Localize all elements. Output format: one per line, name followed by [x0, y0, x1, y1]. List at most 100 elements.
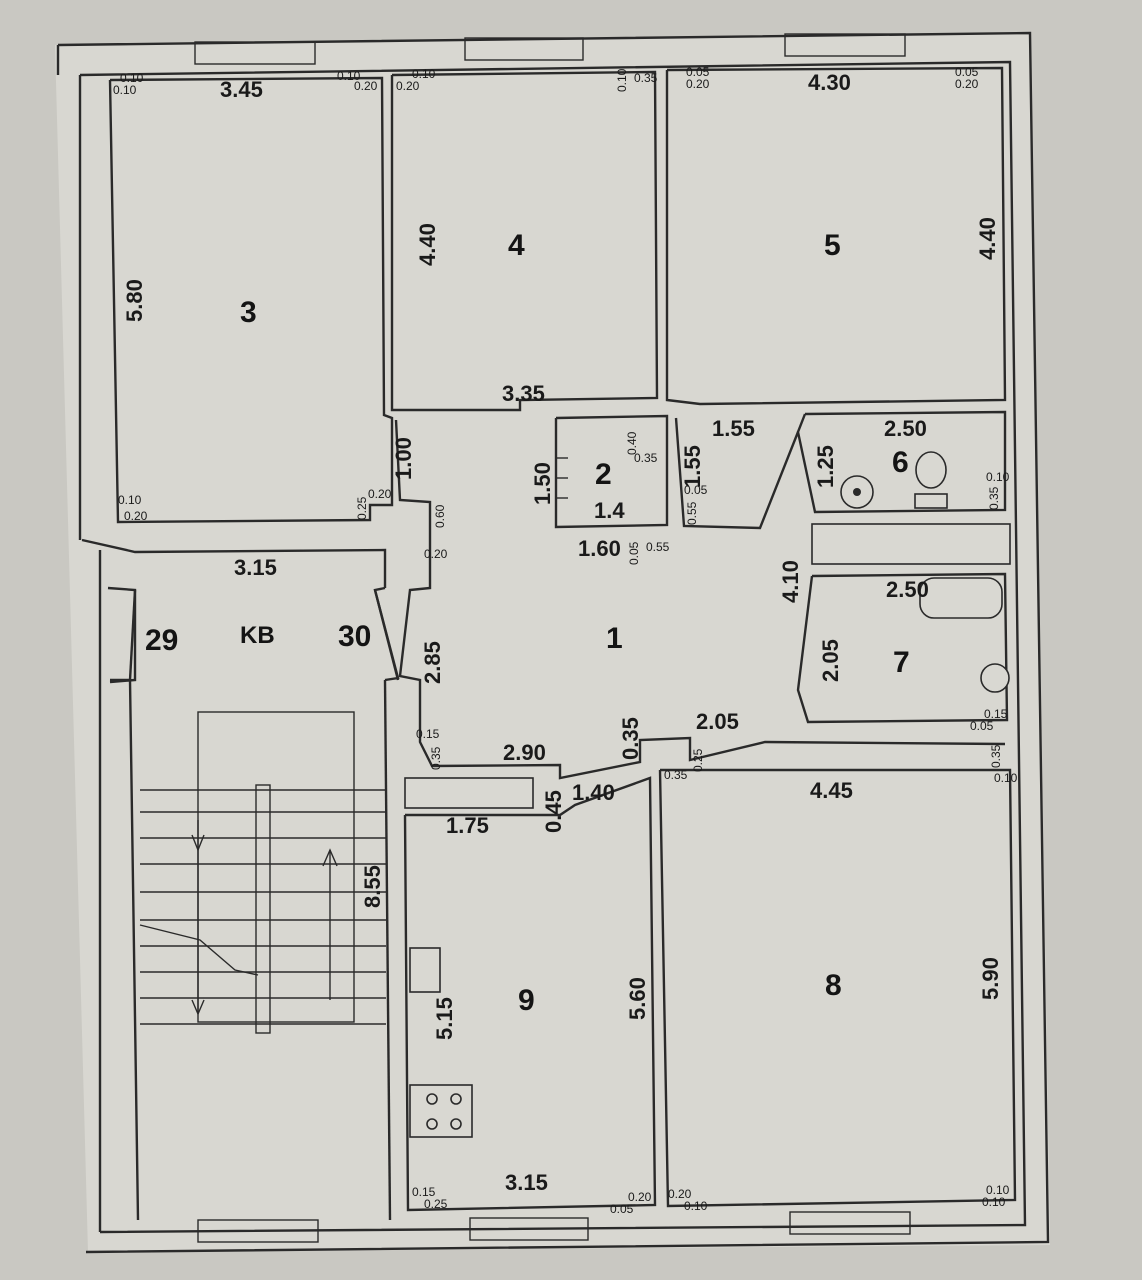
svg-text:0.05: 0.05 — [970, 719, 994, 733]
toilet-tank — [914, 493, 948, 509]
dim-0-45: 0.45 — [541, 790, 566, 833]
room-6-label: 6 — [892, 446, 909, 479]
lobby-walls — [81, 538, 400, 684]
svg-text:0.15: 0.15 — [984, 707, 1008, 721]
svg-text:0.10: 0.10 — [120, 71, 144, 85]
svg-text:0.20: 0.20 — [628, 1190, 652, 1204]
sink-7 — [980, 663, 1010, 693]
dim-1-4: 1.4 — [594, 498, 625, 523]
dim-4-10: 4.10 — [778, 560, 803, 603]
svg-text:0.10: 0.10 — [337, 69, 361, 83]
svg-text:0.55: 0.55 — [646, 540, 670, 554]
outer-walls — [56, 31, 1050, 1254]
dim-3-15-lobby: 3.15 — [234, 555, 277, 580]
dim-1-40: 1.40 — [572, 780, 615, 805]
svg-text:0.20: 0.20 — [686, 77, 710, 91]
counter-strip — [811, 523, 1011, 565]
dim-4-30: 4.30 — [808, 70, 851, 95]
dim-5-60: 5.60 — [625, 977, 650, 1020]
dim-2-50-room7: 2.50 — [886, 577, 929, 602]
room-4-walls — [390, 70, 659, 412]
svg-text:0.20: 0.20 — [354, 79, 378, 93]
room-3-label: 3 — [240, 296, 257, 329]
svg-text:0.05: 0.05 — [610, 1202, 634, 1216]
svg-text:0.10: 0.10 — [615, 68, 629, 92]
dim-1-75: 1.75 — [446, 813, 489, 838]
svg-text:0.05: 0.05 — [955, 65, 979, 79]
svg-text:0.25: 0.25 — [424, 1197, 448, 1211]
room-7-walls — [796, 572, 1010, 724]
svg-text:0.35: 0.35 — [634, 451, 658, 465]
svg-text:0.05: 0.05 — [627, 541, 641, 565]
svg-text:0.55: 0.55 — [685, 501, 699, 525]
stove — [409, 1084, 473, 1138]
svg-text:0.40: 0.40 — [625, 431, 639, 455]
room-9-label: 9 — [518, 984, 535, 1017]
dim-8-55: 8.55 — [360, 865, 385, 908]
dim-2-90: 2.90 — [503, 740, 546, 765]
svg-text:0.20: 0.20 — [424, 547, 448, 561]
apartment-29-label: 29 — [145, 624, 178, 657]
svg-text:0.10: 0.10 — [994, 771, 1018, 785]
dim-1-25: 1.25 — [813, 445, 838, 488]
svg-text:0.10: 0.10 — [113, 83, 137, 97]
room-3-walls — [108, 76, 394, 524]
staircase — [110, 678, 392, 1221]
svg-text:0.10: 0.10 — [986, 1183, 1010, 1197]
svg-text:0.10: 0.10 — [986, 470, 1010, 484]
room-6-walls — [796, 410, 1007, 514]
svg-text:0.35: 0.35 — [429, 746, 443, 770]
svg-text:0.20: 0.20 — [368, 487, 392, 501]
dim-5-90: 5.90 — [978, 957, 1003, 1000]
svg-text:0.10: 0.10 — [982, 1195, 1006, 1209]
svg-text:0.25: 0.25 — [691, 748, 705, 772]
svg-text:0.15: 0.15 — [416, 727, 440, 741]
dim-4-45: 4.45 — [810, 778, 853, 803]
dim-1-55-hall: 1.55 — [712, 416, 755, 441]
room-9-walls — [403, 776, 657, 1212]
dim-4-40-room4: 4.40 — [415, 223, 440, 266]
svg-text:0.05: 0.05 — [684, 483, 708, 497]
dim-0-60: 0.60 — [433, 504, 447, 528]
dim-3-15-kitchen: 3.15 — [505, 1170, 548, 1195]
kv-label: KB — [240, 622, 275, 649]
dim-2-05-room7: 2.05 — [818, 639, 843, 682]
dim-3-45: 3.45 — [220, 77, 263, 102]
room-7-label: 7 — [893, 646, 910, 679]
dim-2-85: 2.85 — [420, 641, 445, 684]
dim-1-60: 1.60 — [578, 536, 621, 561]
bathtub — [919, 577, 1003, 619]
windows — [194, 33, 911, 1243]
dim-5-15: 5.15 — [432, 997, 457, 1040]
room-2-walls — [554, 414, 669, 529]
dim-4-40-room5: 4.40 — [975, 217, 1000, 260]
room-8-walls — [658, 768, 1017, 1208]
svg-text:0.35: 0.35 — [989, 744, 1003, 768]
svg-text:0.10: 0.10 — [412, 67, 436, 81]
svg-text:0.20: 0.20 — [124, 509, 148, 523]
svg-text:0.25: 0.25 — [355, 496, 369, 520]
svg-text:0.35: 0.35 — [634, 71, 658, 85]
svg-text:0.10: 0.10 — [684, 1199, 708, 1213]
room-5-label: 5 — [824, 229, 841, 262]
hall-1-walls — [394, 417, 1006, 780]
svg-text:0.10: 0.10 — [118, 493, 142, 507]
room-5-walls — [665, 66, 1007, 406]
svg-text:0.35: 0.35 — [664, 768, 688, 782]
dim-5-80: 5.80 — [122, 279, 147, 322]
dim-2-05-hall: 2.05 — [696, 709, 739, 734]
svg-text:0.35: 0.35 — [987, 486, 1001, 510]
dim-3-35: 3.35 — [502, 381, 545, 406]
kitchen-sink — [409, 947, 441, 993]
apartment-30-label: 30 — [338, 620, 371, 653]
svg-text:0.15: 0.15 — [412, 1185, 436, 1199]
kitchen-shelf — [404, 777, 534, 809]
dim-2-50-bath: 2.50 — [884, 416, 927, 441]
dim-1-50: 1.50 — [530, 462, 555, 505]
room-1-label: 1 — [606, 622, 623, 655]
dim-0-35: 0.35 — [618, 717, 643, 760]
room-8-label: 8 — [825, 969, 842, 1002]
toilet-bowl — [915, 451, 947, 489]
room-2-label: 2 — [595, 458, 612, 491]
